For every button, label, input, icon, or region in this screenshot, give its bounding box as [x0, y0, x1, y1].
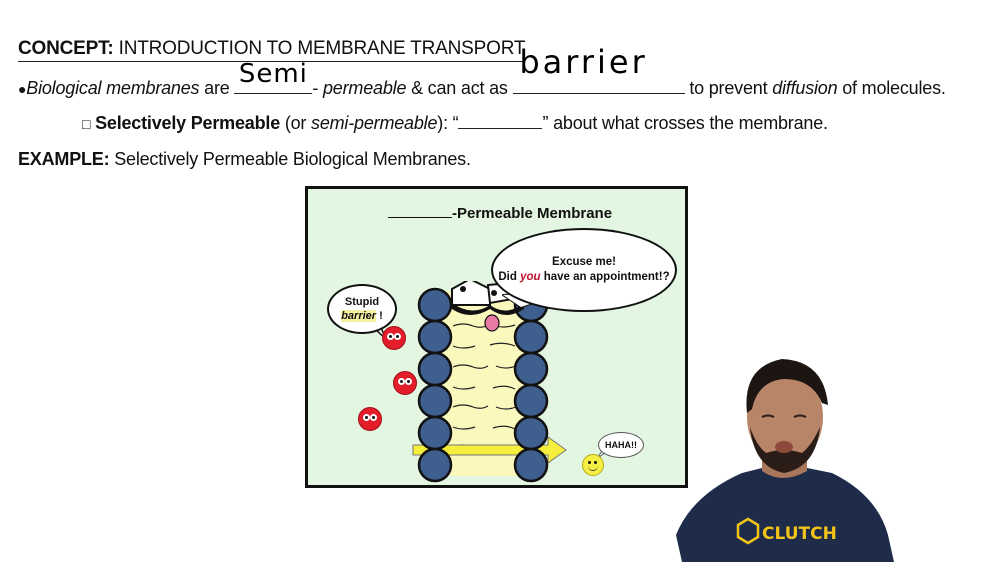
term-diffusion: diffusion — [772, 78, 838, 98]
shirt-logo-text: CLUTCH — [762, 524, 837, 544]
text: have an appointment!? — [540, 271, 670, 283]
concept-heading: INTRODUCTION TO MEMBRANE TRANSPORT — [118, 38, 526, 59]
text: ): “ — [437, 113, 459, 133]
diagram-title-blank — [388, 203, 452, 218]
bullet-dot: ● — [18, 81, 27, 97]
handwritten-barrier: barrier — [519, 43, 648, 81]
small-molecule-speech-bubble: HAHA!! — [598, 432, 644, 458]
blocked-molecule — [358, 407, 382, 431]
emphasis-barrier: barrier — [341, 310, 377, 322]
text: Did — [498, 271, 521, 283]
bubble-line-1: Excuse me! — [552, 256, 616, 268]
example-label: EXAMPLE: — [18, 149, 110, 169]
example-line: EXAMPLE: Selectively Permeable Biologica… — [18, 148, 471, 170]
text: are — [199, 78, 235, 98]
text: ” about what crosses the membrane. — [542, 113, 828, 133]
term-permeable: permeable — [323, 78, 407, 98]
emphasis-you: you — [520, 271, 541, 283]
diagram-title-text: -Permeable Membrane — [452, 205, 613, 222]
text: & can act as — [406, 78, 513, 98]
bubble-line-2: barrier ! — [329, 309, 395, 323]
blocked-molecule — [382, 326, 406, 350]
small-molecule-smiley — [582, 454, 604, 476]
blocked-molecule — [393, 371, 417, 395]
term-selectively-permeable: Selectively Permeable — [95, 113, 281, 133]
text: to prevent — [684, 78, 773, 98]
blank-barrier: barrier — [512, 46, 685, 94]
blank-semi: Semi — [234, 61, 313, 94]
checkbox-icon: □ — [82, 116, 91, 132]
text: - — [312, 78, 323, 98]
sub-bullet-selectively-permeable: □ Selectively Permeable (or semi-permeab… — [82, 112, 828, 135]
molecule-speech-bubble: Stupid barrier ! — [327, 284, 397, 334]
clutch-logo-icon — [736, 517, 760, 545]
bullet-biological-membranes: ●Biological membranes are Semi- permeabl… — [18, 46, 946, 100]
bubble-line-2: Did you have an appointment!? — [493, 270, 675, 285]
diagram-title: -Permeable Membrane — [388, 203, 612, 222]
example-text: Selectively Permeable Biological Membran… — [109, 149, 471, 169]
concept-label: CONCEPT: — [18, 38, 114, 59]
text: (or — [280, 113, 312, 133]
text: ! — [376, 310, 383, 322]
lipid-bilayer-illustration — [412, 281, 567, 483]
term-biological-membranes: Biological membranes — [26, 78, 200, 98]
blank-selective — [458, 114, 543, 129]
bubble-line-1: Stupid — [344, 296, 380, 308]
term-semi-permeable: semi-permeable — [311, 113, 438, 133]
membrane-diagram: -Permeable Membrane — [305, 186, 688, 488]
membrane-speech-bubble: Excuse me! Did you have an appointment!? — [491, 228, 677, 312]
handwritten-semi: Semi — [238, 59, 308, 89]
concept-title: CONCEPT: INTRODUCTION TO MEMBRANE TRANSP… — [18, 38, 525, 62]
text: of molecules. — [837, 78, 946, 98]
presenter-video: CLUTCH — [676, 359, 894, 562]
